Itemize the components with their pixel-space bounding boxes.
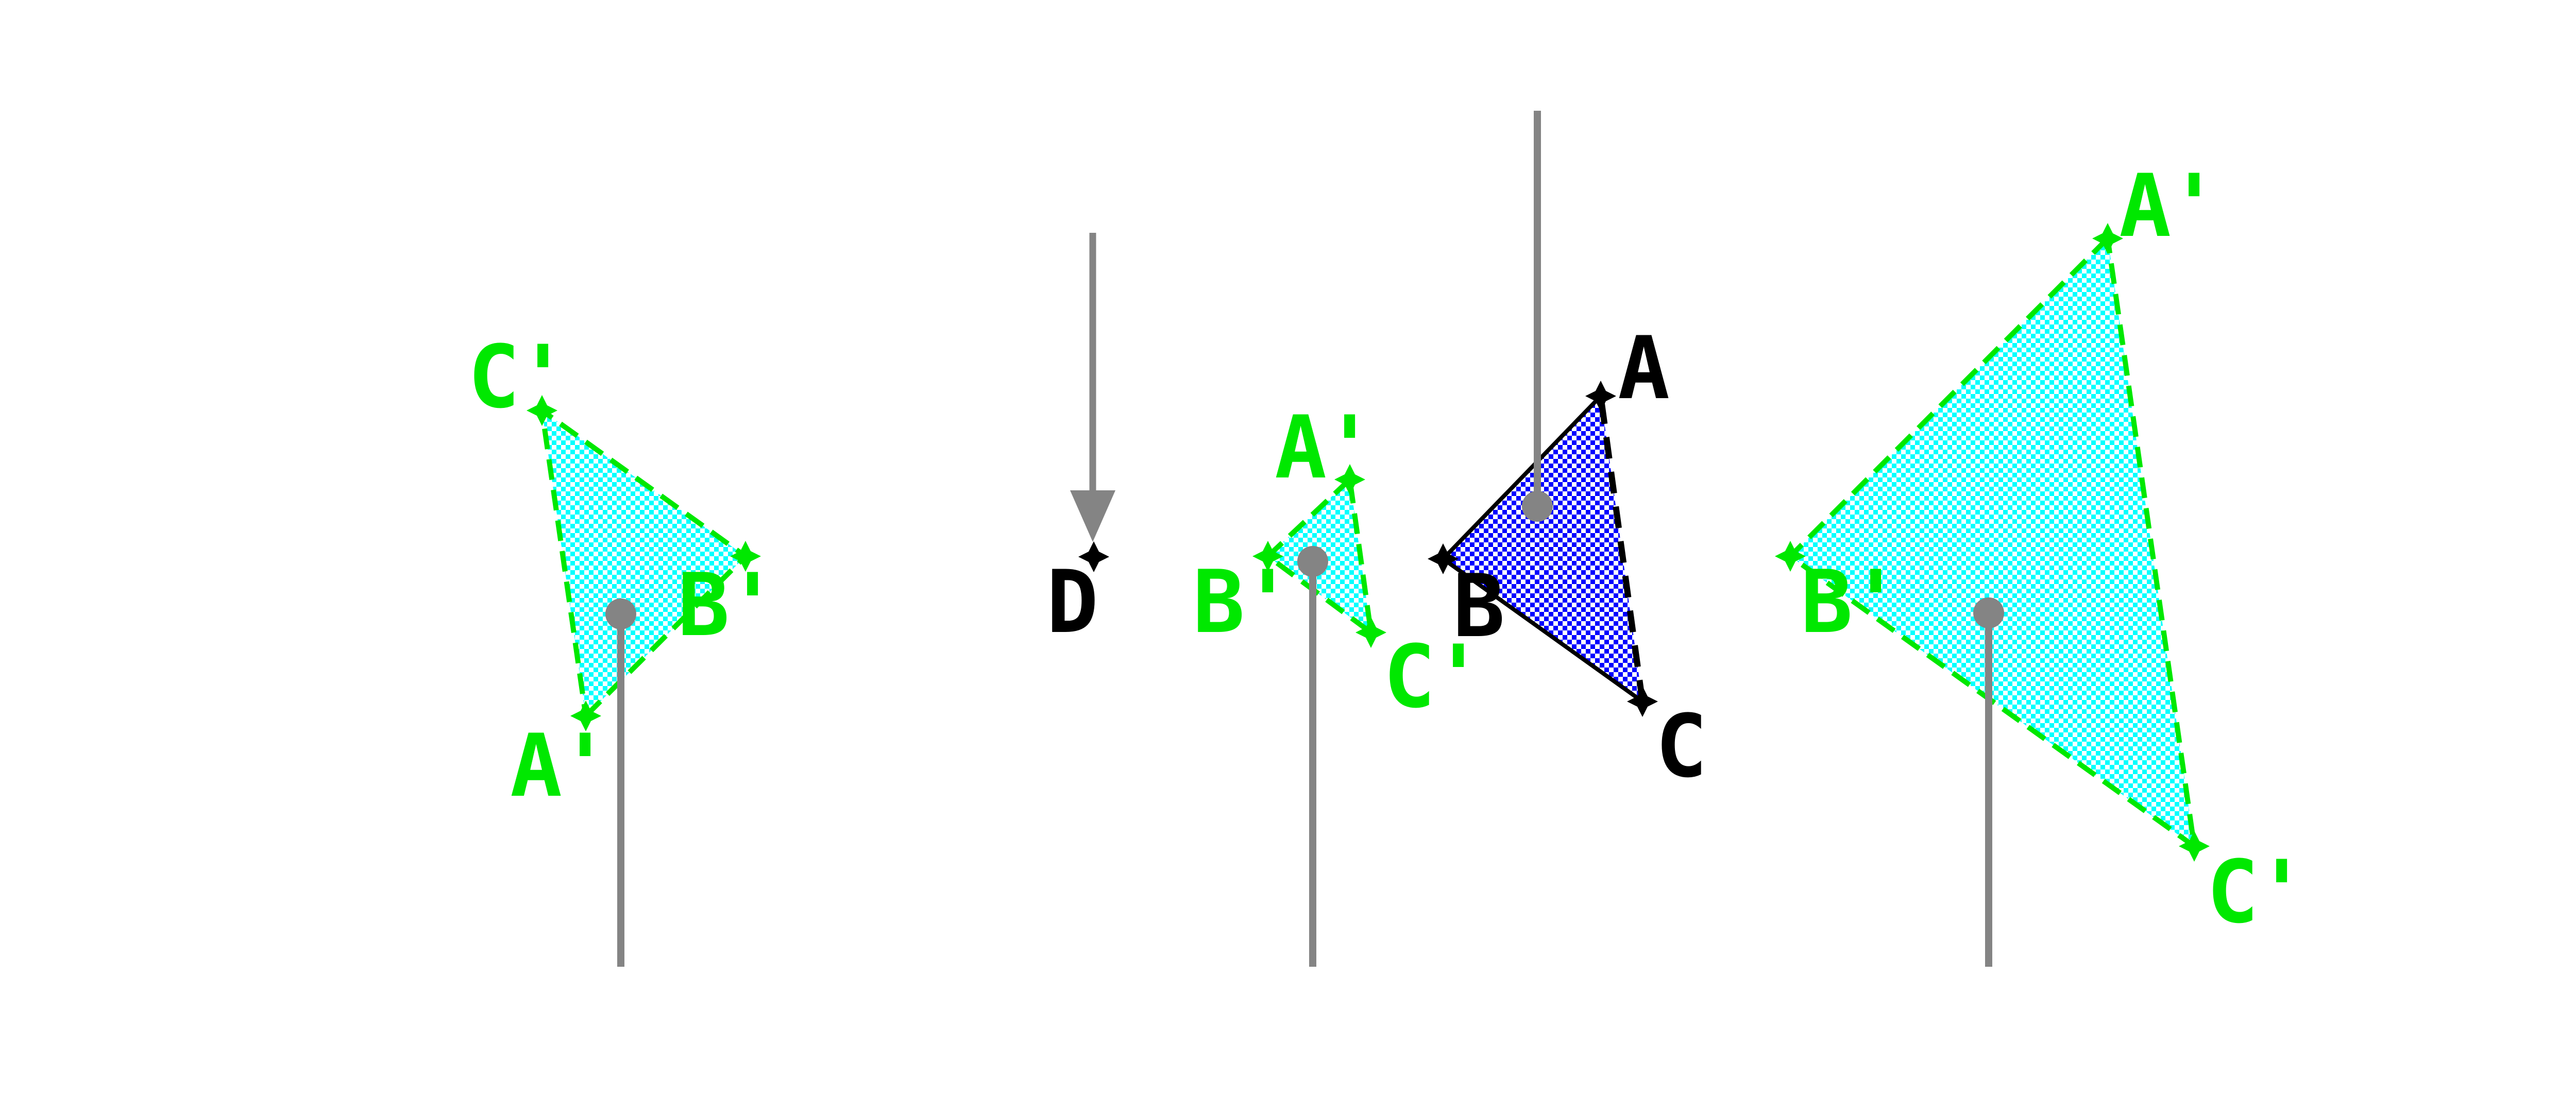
image-triangle-left-vertex-B-prime-marker[interactable] [730,541,761,572]
image-triangle-small-vertex-label: A' [1275,397,1372,498]
image-triangle-left-border[interactable] [538,405,750,722]
image-triangle-small-vertex-label: B' [1193,552,1291,653]
image-triangle-large-vertex-label: C' [2207,842,2304,943]
image-triangle-large-fill[interactable] [1790,238,2194,846]
image-triangle-large-vertex-label: B' [1801,552,1899,653]
image-triangle-small-vertex-A-prime-marker[interactable] [1334,464,1365,495]
image-triangle-left-vertex-label: C' [468,327,566,427]
preimage-triangle-vertex-label: C [1655,696,1704,797]
image-triangle-left-fill[interactable] [542,410,745,716]
image-triangle-left-vertex-A-prime-marker[interactable] [570,700,601,731]
image-triangle-small-vertex-C-prime-marker[interactable] [1355,617,1386,648]
image-triangle-left-pin-dot[interactable] [605,598,636,629]
preimage-triangle-vertex-label: A [1618,318,1669,419]
image-triangle-large-vertex-B-prime-marker[interactable] [1775,541,1806,572]
image-triangle-small-vertex-B-prime-marker[interactable] [1252,541,1283,572]
image-triangle-large-vertex-label: A' [2119,156,2217,256]
point-D-marker[interactable] [1078,541,1109,572]
preimage-triangle-pin-dot[interactable] [1522,491,1553,522]
image-triangle-small-vertex-label: C' [1383,626,1481,727]
point-D-label: D [1046,552,1095,653]
preimage-triangle-vertex-C-marker[interactable] [1627,686,1658,717]
preimage-triangle-vertex-label: B [1453,556,1502,657]
drop-arrow-head[interactable] [1070,490,1115,542]
image-triangle-left-vertex-C-prime-marker[interactable] [527,395,557,426]
image-triangle-large-vertex-C-prime-marker[interactable] [2179,831,2210,862]
image-triangle-large-vertex-A-prime-marker[interactable] [2092,223,2123,254]
preimage-triangle-fill[interactable] [1443,396,1642,702]
image-triangle-small-pin-dot[interactable] [1297,546,1328,577]
image-triangle-small-border[interactable] [1264,474,1375,639]
preimage-triangle-edge-0[interactable] [1442,395,1602,560]
image-triangle-large-pin-dot[interactable] [1973,597,2004,628]
preimage-triangle-vertex-B-marker[interactable] [1428,543,1459,574]
preimage-triangle-edge-1[interactable] [1442,557,1644,704]
preimage-triangle-vertex-A-marker[interactable] [1585,381,1616,412]
image-triangle-left-vertex-label: A' [510,715,608,816]
preimage-triangle-edge-2[interactable] [1598,396,1646,702]
image-triangle-left-vertex-label: B' [677,555,775,656]
